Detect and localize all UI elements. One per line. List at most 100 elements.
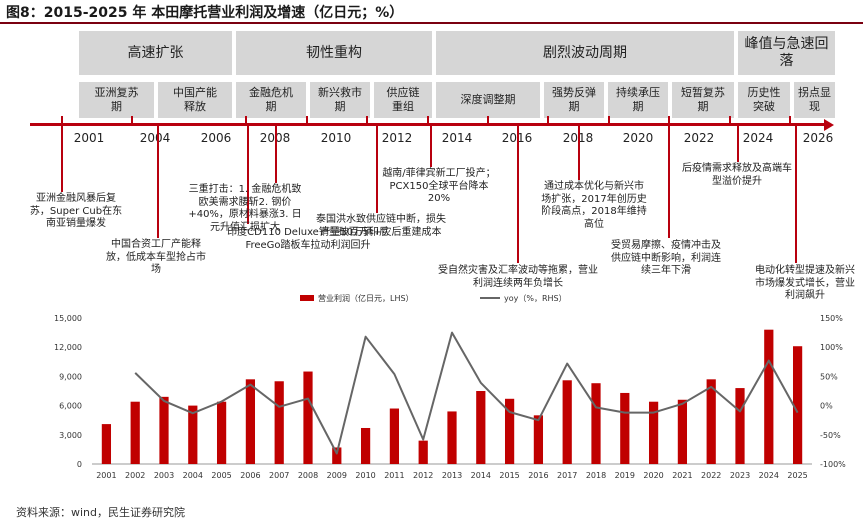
bar-2025 bbox=[792, 346, 803, 464]
timeline-year: 2020 bbox=[622, 131, 654, 145]
connector-2023 bbox=[737, 125, 739, 162]
x-tick-label: 2021 bbox=[672, 471, 692, 480]
bar-2022 bbox=[706, 379, 716, 464]
subphase-label: 强势反弹期 bbox=[552, 86, 596, 113]
connector-2008 bbox=[275, 125, 277, 183]
connector-2018 bbox=[578, 125, 580, 180]
bar-2001 bbox=[101, 424, 112, 464]
connector-2016 bbox=[517, 125, 519, 263]
y-right-tick-label: 100% bbox=[820, 343, 843, 352]
timeline-tick bbox=[608, 116, 610, 125]
x-tick-label: 2004 bbox=[183, 471, 203, 480]
connector-2001 bbox=[61, 125, 63, 192]
y-right-tick-label: -100% bbox=[820, 460, 846, 469]
subphase-label: 历史性突破 bbox=[747, 86, 781, 113]
event-trade-friction: 受贸易摩擦、疫情冲击及供应链中断影响，利润连续三年下滑 bbox=[611, 240, 721, 276]
x-tick-label: 2019 bbox=[615, 471, 635, 480]
x-tick-label: 2015 bbox=[499, 471, 519, 480]
bar-2003 bbox=[159, 396, 169, 464]
timeline-tick bbox=[547, 116, 549, 125]
x-tick-label: 2003 bbox=[154, 471, 174, 480]
y-left-tick-label: 9,000 bbox=[59, 372, 82, 381]
event-natural-disaster: 受自然灾害及汇率波动等拖累，营业利润连续两年负增长 bbox=[438, 265, 598, 289]
timeline-tick bbox=[245, 116, 247, 125]
subphase-label: 中国产能释放 bbox=[173, 86, 217, 113]
x-tick-label: 2023 bbox=[730, 471, 750, 480]
bar-2007 bbox=[274, 381, 284, 464]
subphase-label: 供应链重组 bbox=[386, 86, 420, 113]
x-tick-label: 2009 bbox=[327, 471, 347, 480]
bar-2013 bbox=[447, 411, 457, 464]
bar-2010 bbox=[360, 427, 371, 464]
bar-2005 bbox=[216, 401, 227, 464]
timeline-tick bbox=[131, 116, 133, 125]
timeline-tick bbox=[487, 116, 489, 125]
x-tick-label: 2014 bbox=[471, 471, 491, 480]
phase-volatility: 剧烈波动周期 bbox=[436, 31, 734, 75]
bar-2016 bbox=[533, 415, 544, 464]
event-asia-recovery: 亚洲金融风暴后复苏，Super Cub在东南亚销量爆发 bbox=[29, 193, 123, 229]
subphase-emerging-rescue: 新兴救市期 bbox=[310, 82, 370, 118]
event-electrification: 电动化转型提速及新兴市场爆发式增长，营业利润飙升 bbox=[755, 265, 855, 301]
timeline-year: 2010 bbox=[320, 131, 352, 145]
y-left-tick-label: 0 bbox=[77, 460, 82, 469]
connector-2021 bbox=[668, 125, 670, 238]
timeline-year: 2006 bbox=[200, 131, 232, 145]
timeline-year: 2004 bbox=[139, 131, 171, 145]
bar-2015 bbox=[504, 398, 515, 464]
profit-chart: 营业利润（亿日元，LHS）yoy（%，RHS）03,0006,0009,0001… bbox=[54, 293, 846, 480]
event-post-covid: 后疫情需求释放及高端车型溢价提升 bbox=[682, 163, 792, 187]
bar-2008 bbox=[303, 371, 313, 464]
bar-2009 bbox=[332, 447, 342, 464]
timeline-year: 2012 bbox=[381, 131, 413, 145]
phase-high-growth: 高速扩张 bbox=[79, 31, 232, 75]
phase-peak: 峰值与急速回落 bbox=[738, 31, 835, 75]
bar-2019 bbox=[620, 392, 630, 464]
y-right-tick-label: 0% bbox=[820, 402, 833, 411]
x-tick-label: 2010 bbox=[355, 471, 375, 480]
x-tick-label: 2024 bbox=[759, 471, 779, 480]
subphase-deep-adjustment: 深度调整期 bbox=[436, 82, 540, 118]
subphase-breakthrough: 历史性突破 bbox=[738, 82, 790, 118]
event-vietnam-philippines: 越南/菲律宾新工厂投产；PCX150全球平台降本20% bbox=[382, 168, 496, 204]
event-china-capacity: 中国合资工厂产能释放，低成本车型抢占市场 bbox=[106, 239, 206, 275]
timeline-tick bbox=[729, 116, 731, 125]
bar-2002 bbox=[130, 401, 140, 464]
subphase-label: 短暂复苏期 bbox=[681, 86, 725, 113]
subphase-supply-chain: 供应链重组 bbox=[374, 82, 432, 118]
timeline-year: 2014 bbox=[441, 131, 473, 145]
y-right-tick-label: 150% bbox=[820, 314, 843, 323]
bar-2012 bbox=[418, 440, 428, 464]
bar-2011 bbox=[389, 408, 400, 464]
subphase-label: 拐点显现 bbox=[798, 86, 831, 113]
connector-2004 bbox=[157, 125, 159, 238]
subphase-label: 新兴救市期 bbox=[318, 86, 362, 113]
source-note: 资料来源：wind，民生证券研究院 bbox=[16, 506, 186, 519]
bar-2020 bbox=[648, 401, 659, 464]
bar-2024 bbox=[764, 329, 774, 464]
y-left-tick-label: 12,000 bbox=[54, 343, 82, 352]
y-left-tick-label: 15,000 bbox=[54, 314, 82, 323]
x-tick-label: 2002 bbox=[125, 471, 145, 480]
x-tick-label: 2017 bbox=[557, 471, 577, 480]
legend-label-bar: 营业利润（亿日元，LHS） bbox=[318, 293, 414, 303]
timeline-tick bbox=[306, 116, 308, 125]
x-tick-label: 2001 bbox=[96, 471, 116, 480]
x-tick-label: 2013 bbox=[442, 471, 462, 480]
event-triple-blow: 三重打击：1. 金融危机致欧美需求腰斩2. 钢价+40%，原材料暴涨3. 日元升… bbox=[188, 184, 302, 233]
timeline-year: 2026 bbox=[802, 131, 834, 145]
connector-2025 bbox=[795, 125, 797, 263]
bar-2023 bbox=[735, 388, 745, 464]
timeline-arrowhead bbox=[824, 118, 834, 131]
phase-resilience: 韧性重构 bbox=[236, 31, 432, 75]
event-india-indonesia: 印度CD110 Deluxe销量破百万印尼FreeGo踏板车拉动利润回升 bbox=[227, 227, 389, 251]
subphase-label: 金融危机期 bbox=[249, 86, 293, 113]
timeline-tick bbox=[668, 116, 670, 125]
x-tick-label: 2012 bbox=[413, 471, 433, 480]
subphase-strong-rebound: 强势反弹期 bbox=[544, 82, 604, 118]
timeline-tick bbox=[789, 116, 791, 125]
subphase-turning-point: 拐点显现 bbox=[794, 82, 835, 118]
timeline-tick bbox=[61, 116, 63, 125]
timeline-tick bbox=[427, 116, 429, 125]
subphase-under-pressure: 持续承压期 bbox=[608, 82, 668, 118]
